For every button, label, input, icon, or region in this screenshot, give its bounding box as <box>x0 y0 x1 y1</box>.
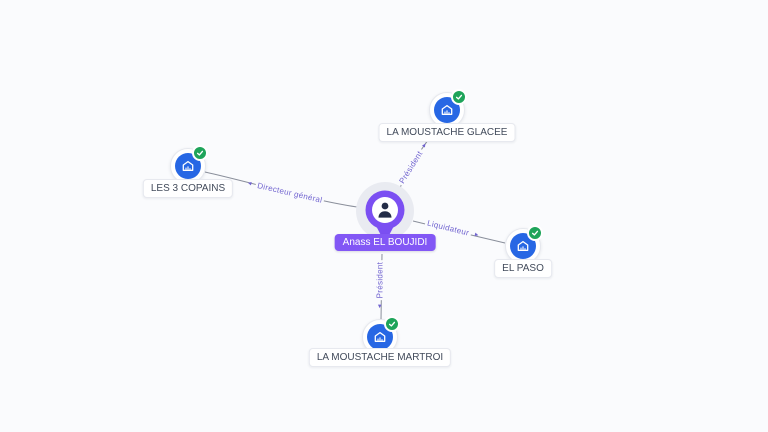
check-icon <box>455 94 463 100</box>
building-icon <box>182 160 194 171</box>
company-label-el-paso[interactable]: EL PASO <box>494 259 552 278</box>
arrow-to-target-icon: ◂ <box>376 304 384 309</box>
edge-label-president-bottom: ◂ Président <box>375 259 385 309</box>
building-icon <box>517 240 529 251</box>
verified-badge <box>451 89 467 105</box>
check-icon <box>531 230 539 236</box>
company-label-la-moustache-glacee[interactable]: LA MOUSTACHE GLACEE <box>378 123 516 142</box>
company-label-les-3-copains[interactable]: LES 3 COPAINS <box>142 179 234 198</box>
company-node-el-paso[interactable] <box>505 225 543 264</box>
person-name-label[interactable]: Anass EL BOUJIDI <box>334 234 436 251</box>
company-node-la-moustache-martroi[interactable] <box>362 316 400 355</box>
building-icon <box>374 331 386 342</box>
check-icon <box>196 150 204 156</box>
check-icon <box>388 321 396 327</box>
person-icon <box>378 202 392 218</box>
company-node-les-3-copains[interactable] <box>170 145 208 184</box>
verified-badge <box>192 145 208 161</box>
verified-badge <box>384 316 400 332</box>
company-node-la-moustache-glacee[interactable] <box>429 89 467 128</box>
person-node-pin[interactable] <box>362 189 408 247</box>
arrow-to-target-icon: ◂ <box>247 179 253 188</box>
company-label-la-moustache-martroi[interactable]: LA MOUSTACHE MARTROI <box>308 348 452 367</box>
verified-badge <box>527 225 543 241</box>
building-icon <box>441 104 453 115</box>
